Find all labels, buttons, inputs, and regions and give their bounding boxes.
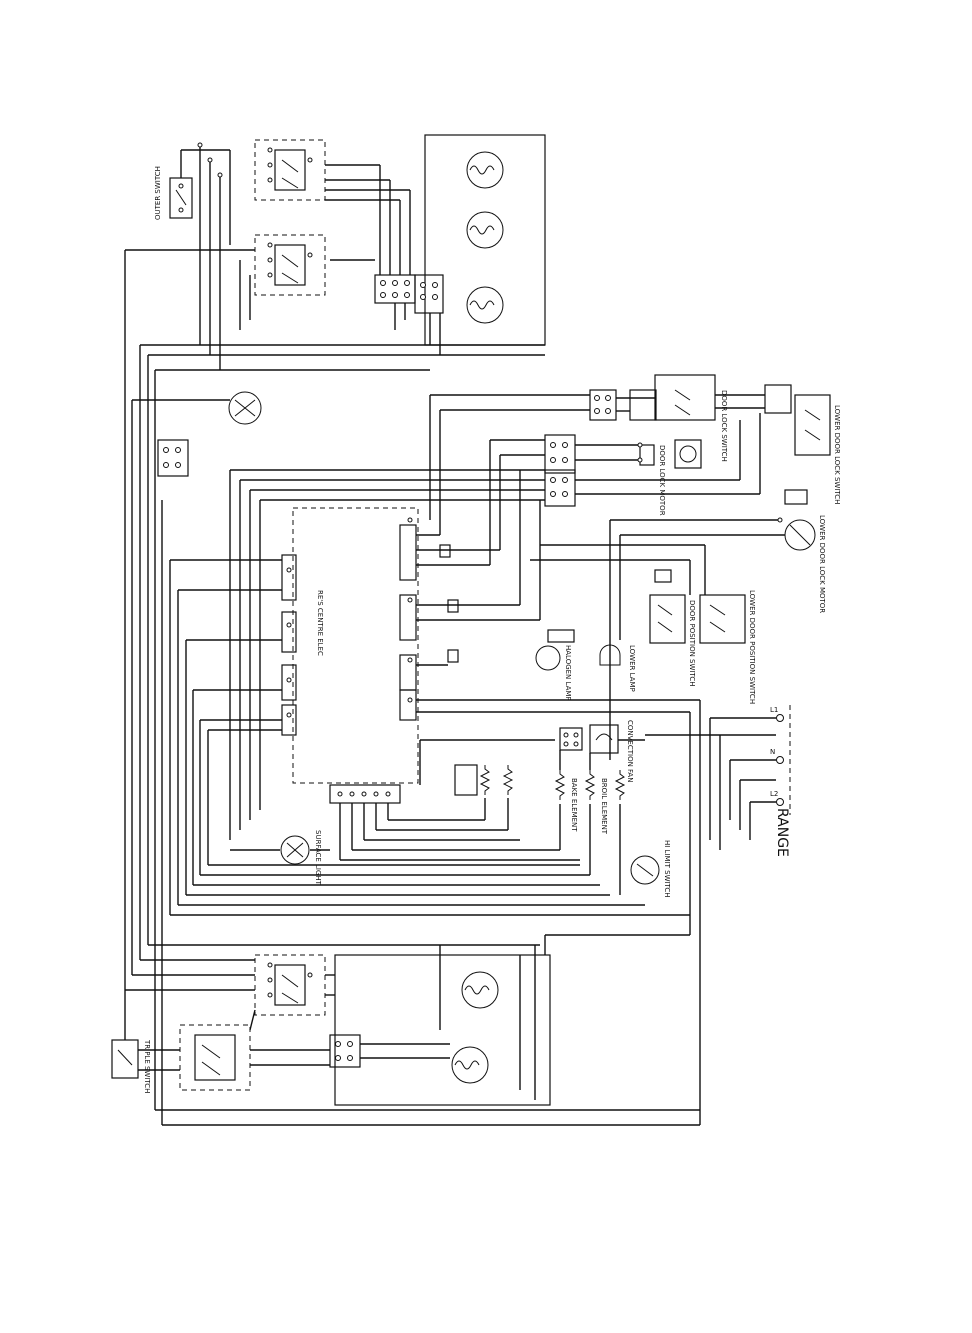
lower-lamp-label: LOWER LAMP bbox=[628, 645, 636, 692]
sensor-group bbox=[439, 544, 514, 796]
terminal-l1: L1 bbox=[770, 706, 778, 714]
erc-label: RE'S CENTRE ELEC bbox=[316, 590, 324, 656]
infinite-switch-bottom-1 bbox=[254, 954, 326, 1016]
door-position-switch: DOOR POSITION SWITCH bbox=[649, 569, 696, 687]
connector-left-upper bbox=[157, 439, 189, 477]
hi-limit-switch: HI LIMIT SWITCH bbox=[630, 840, 671, 898]
lower-door-lock-motor-label: LOWER DOOR LOCK MOTOR bbox=[818, 515, 826, 613]
surface-light-label: SURFACE LIGHT bbox=[314, 830, 322, 886]
door-lock-switch: DOOR LOCK SWITCH bbox=[629, 374, 728, 462]
door-lock-switch-label: DOOR LOCK SWITCH bbox=[720, 390, 728, 462]
door-position-switch-label: DOOR POSITION SWITCH bbox=[688, 600, 696, 687]
terminal-n: N bbox=[770, 748, 775, 756]
halogen-lamp: HALOGEN LAMP bbox=[535, 629, 575, 701]
surface-light-lower: SURFACE LIGHT bbox=[280, 830, 322, 886]
surface-element-group-top bbox=[414, 134, 546, 346]
infinite-switch-top-1 bbox=[254, 139, 326, 201]
lower-door-position-switch: LOWER DOOR POSITION SWITCH bbox=[699, 590, 756, 704]
lower-door-lock-motor: LOWER DOOR LOCK MOTOR bbox=[784, 489, 826, 613]
lower-lamp: LOWER LAMP bbox=[599, 644, 636, 692]
infinite-switch-bottom-2 bbox=[179, 1024, 251, 1091]
terminal-l2: L2 bbox=[770, 790, 778, 798]
electronic-range-control: RE'S CENTRE ELEC bbox=[281, 507, 419, 804]
terminal-dots bbox=[197, 142, 783, 718]
outer-switch-label: OUTER SWITCH bbox=[154, 166, 162, 220]
outer-switch-group: OUTER SWITCH bbox=[154, 149, 230, 220]
connector-mid-1 bbox=[544, 434, 576, 474]
range-label: RANGE bbox=[774, 808, 790, 857]
bake-element-label: BAKE ELEMENT bbox=[570, 778, 578, 832]
lower-door-position-switch-label: LOWER DOOR POSITION SWITCH bbox=[748, 590, 756, 704]
halogen-lamp-label: HALOGEN LAMP bbox=[564, 645, 572, 701]
door-lock-motor: DOOR LOCK MOTOR bbox=[639, 439, 702, 516]
connector-bottom bbox=[329, 1034, 361, 1068]
lower-door-lock-switch-label: LOWER DOOR LOCK SWITCH bbox=[833, 405, 841, 504]
triple-switch-label: TRIPLE SWITCH bbox=[143, 1039, 151, 1093]
lower-door-lock-switch: LOWER DOOR LOCK SWITCH bbox=[764, 384, 841, 504]
wiring-harness bbox=[124, 145, 785, 1126]
connector-block-top bbox=[374, 274, 416, 304]
connector-center-right bbox=[559, 727, 583, 751]
convection-fan-label: CONVECTION FAN bbox=[626, 720, 634, 782]
oven-elements: BAKE ELEMENT BROIL ELEMENT bbox=[554, 770, 626, 835]
connector-mid-2 bbox=[544, 469, 576, 507]
triple-switch: TRIPLE SWITCH bbox=[111, 1039, 151, 1093]
surface-element-group-bottom bbox=[334, 954, 551, 1106]
surface-light-upper bbox=[228, 391, 262, 425]
convection-fan: CONVECTION FAN bbox=[589, 720, 634, 782]
connector-mid-3 bbox=[589, 389, 617, 421]
broil-element-label: BROIL ELEMENT bbox=[600, 778, 608, 835]
infinite-switch-top-2 bbox=[254, 234, 326, 296]
power-terminal-block: RANGE L1 N L2 bbox=[770, 705, 791, 857]
hi-limit-switch-label: HI LIMIT SWITCH bbox=[663, 840, 671, 898]
